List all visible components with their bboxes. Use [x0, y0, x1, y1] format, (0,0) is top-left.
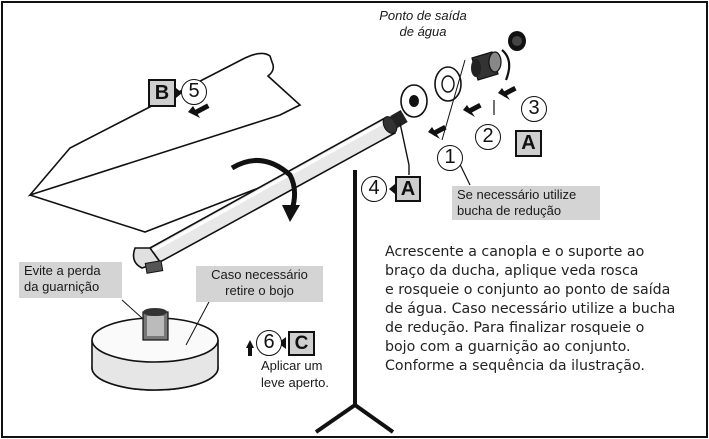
step-3: 3	[521, 96, 547, 122]
step-arrows	[188, 85, 517, 139]
support-washer	[434, 66, 462, 102]
instructions-text: Acrescente a canopla e o suporte ao braç…	[385, 244, 676, 374]
tag-b-arm: B	[148, 79, 176, 107]
shower-arm	[132, 109, 408, 274]
step-6: 6	[256, 330, 282, 356]
tag-c-head: C	[288, 331, 315, 356]
shower-head	[91, 308, 219, 391]
reducer-note-box	[452, 186, 600, 220]
step-5: 5	[181, 79, 207, 105]
reducer-bushing	[471, 51, 502, 81]
step-4: 4	[361, 176, 387, 202]
remove-bowl-box	[196, 266, 323, 302]
tag-a-arm: A	[395, 176, 421, 202]
avoid-loss-label: Evite a perda da guarnição	[24, 263, 101, 294]
remove-bowl-label: Caso necessário retire o bojo	[211, 267, 308, 298]
reducer-note-label: Se necessário utilize bucha de redução	[457, 187, 577, 218]
avoid-loss-box	[19, 262, 122, 298]
light-tighten-label: Aplicar um leve aperto.	[261, 358, 329, 390]
canopla	[400, 84, 428, 118]
left-arrow-c	[278, 337, 286, 349]
step-2: 2	[475, 124, 501, 150]
stand	[314, 170, 395, 434]
rotate-arrow	[230, 157, 298, 211]
tag-a-parts: A	[515, 130, 542, 157]
step-1: 1	[437, 145, 463, 171]
arm-outline	[27, 52, 302, 197]
arm-outline-lower	[29, 171, 301, 233]
outlet-pipe	[508, 31, 526, 51]
outlet-point-label: Ponto de saída de água	[379, 8, 467, 39]
